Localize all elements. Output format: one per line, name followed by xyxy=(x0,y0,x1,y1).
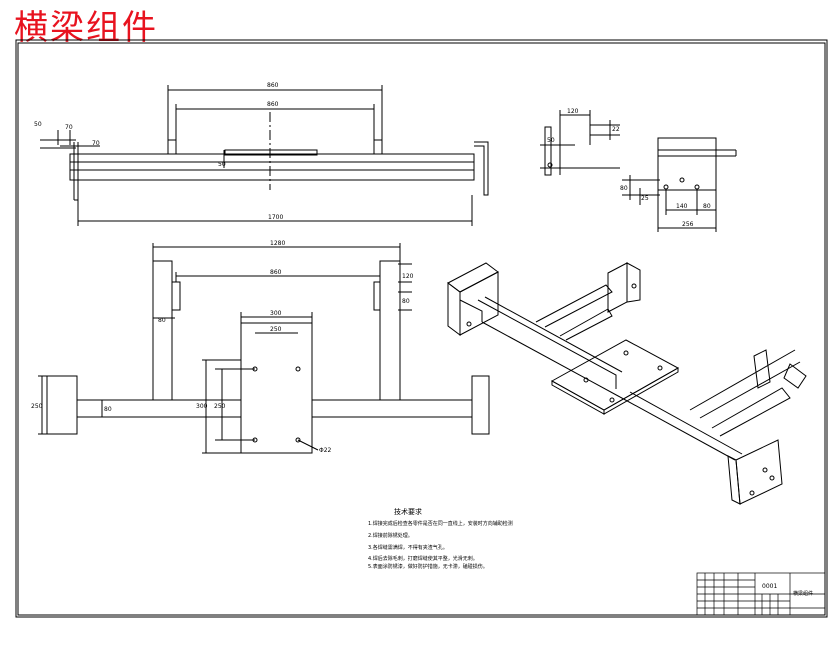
dim-top-overall: 1280 xyxy=(270,240,285,247)
title-block xyxy=(696,572,826,616)
dim-side-bottom-a: 140 xyxy=(676,203,688,210)
dim-side-small-v: 25 xyxy=(641,195,649,202)
dim-top-plate-inner: 250 xyxy=(270,326,282,333)
tech-notes: 技术要求 1.焊接完成后检查各零件是否在同一直线上，安装时方向辅助检测 2.焊接… xyxy=(368,507,513,570)
dim-front-left-small: 50 xyxy=(34,121,42,128)
dim-front-overall-top: 860 xyxy=(267,82,279,89)
dim-side-overall: 256 xyxy=(682,221,694,228)
dim-top-right-v1: 120 xyxy=(402,273,414,280)
side-view xyxy=(540,110,737,232)
tech-line-2: 2.焊接前除锈处理。 xyxy=(368,532,413,539)
dim-side-width-top: 120 xyxy=(567,108,579,115)
front-view-dim-labels: 860 860 50 70 70 50 1700 xyxy=(34,82,283,221)
dim-front-bottom: 1700 xyxy=(268,214,283,221)
dim-front-inner-top: 860 xyxy=(267,101,279,108)
drawing-frame xyxy=(15,39,828,618)
dim-top-beam-h: 80 xyxy=(104,406,112,413)
dim-top-plate-h: 300 xyxy=(196,403,208,410)
tech-line-3: 3.各焊缝需满焊，不得有夹渣气孔。 xyxy=(368,544,448,551)
title-block-name: 横梁组件 xyxy=(793,590,813,597)
top-view xyxy=(38,243,490,454)
dim-front-center: 50 xyxy=(218,161,226,168)
title-block-code: 0001 xyxy=(762,583,777,590)
tech-line-5: 5.表面涂防锈漆，做好防护措施，无卡滞，磕碰损伤。 xyxy=(368,563,488,570)
dim-top-left-v: 80 xyxy=(158,317,166,324)
dim-top-plate-w: 300 xyxy=(270,310,282,317)
dim-top-right-v2: 80 xyxy=(402,298,410,305)
isometric-view xyxy=(447,262,807,505)
tech-line-1: 1.焊接完成后检查各零件是否在同一直线上，安装时方向辅助检测 xyxy=(368,520,513,527)
title-block-labels: 0001 横梁组件 xyxy=(762,583,813,597)
drawing-title: 横梁组件 xyxy=(14,8,158,48)
top-view-dim-labels: 1280 860 120 80 80 300 250 300 250 Φ22 2… xyxy=(31,240,414,454)
dim-side-height-left: 50 xyxy=(547,137,555,144)
dim-side-small-right: 22 xyxy=(612,126,620,133)
tech-heading: 技术要求 xyxy=(394,507,422,516)
tech-line-4: 4.焊后去除毛刺，打磨焊缝使其平整，光滑无刺。 xyxy=(368,555,478,562)
dim-top-plate-h2: 250 xyxy=(214,403,226,410)
dim-front-left-tiny: 70 xyxy=(65,124,73,131)
dim-side-bottom-b: 80 xyxy=(703,203,711,210)
dim-top-hole: Φ22 xyxy=(319,447,332,454)
front-view xyxy=(40,85,489,226)
dim-side-mid-v: 80 xyxy=(620,185,628,192)
dim-top-inner: 860 xyxy=(270,269,282,276)
dim-top-left-end: 250 xyxy=(31,403,43,410)
side-view-dim-labels: 120 22 50 80 25 140 80 256 xyxy=(547,108,711,228)
dim-front-flange: 70 xyxy=(92,140,100,147)
